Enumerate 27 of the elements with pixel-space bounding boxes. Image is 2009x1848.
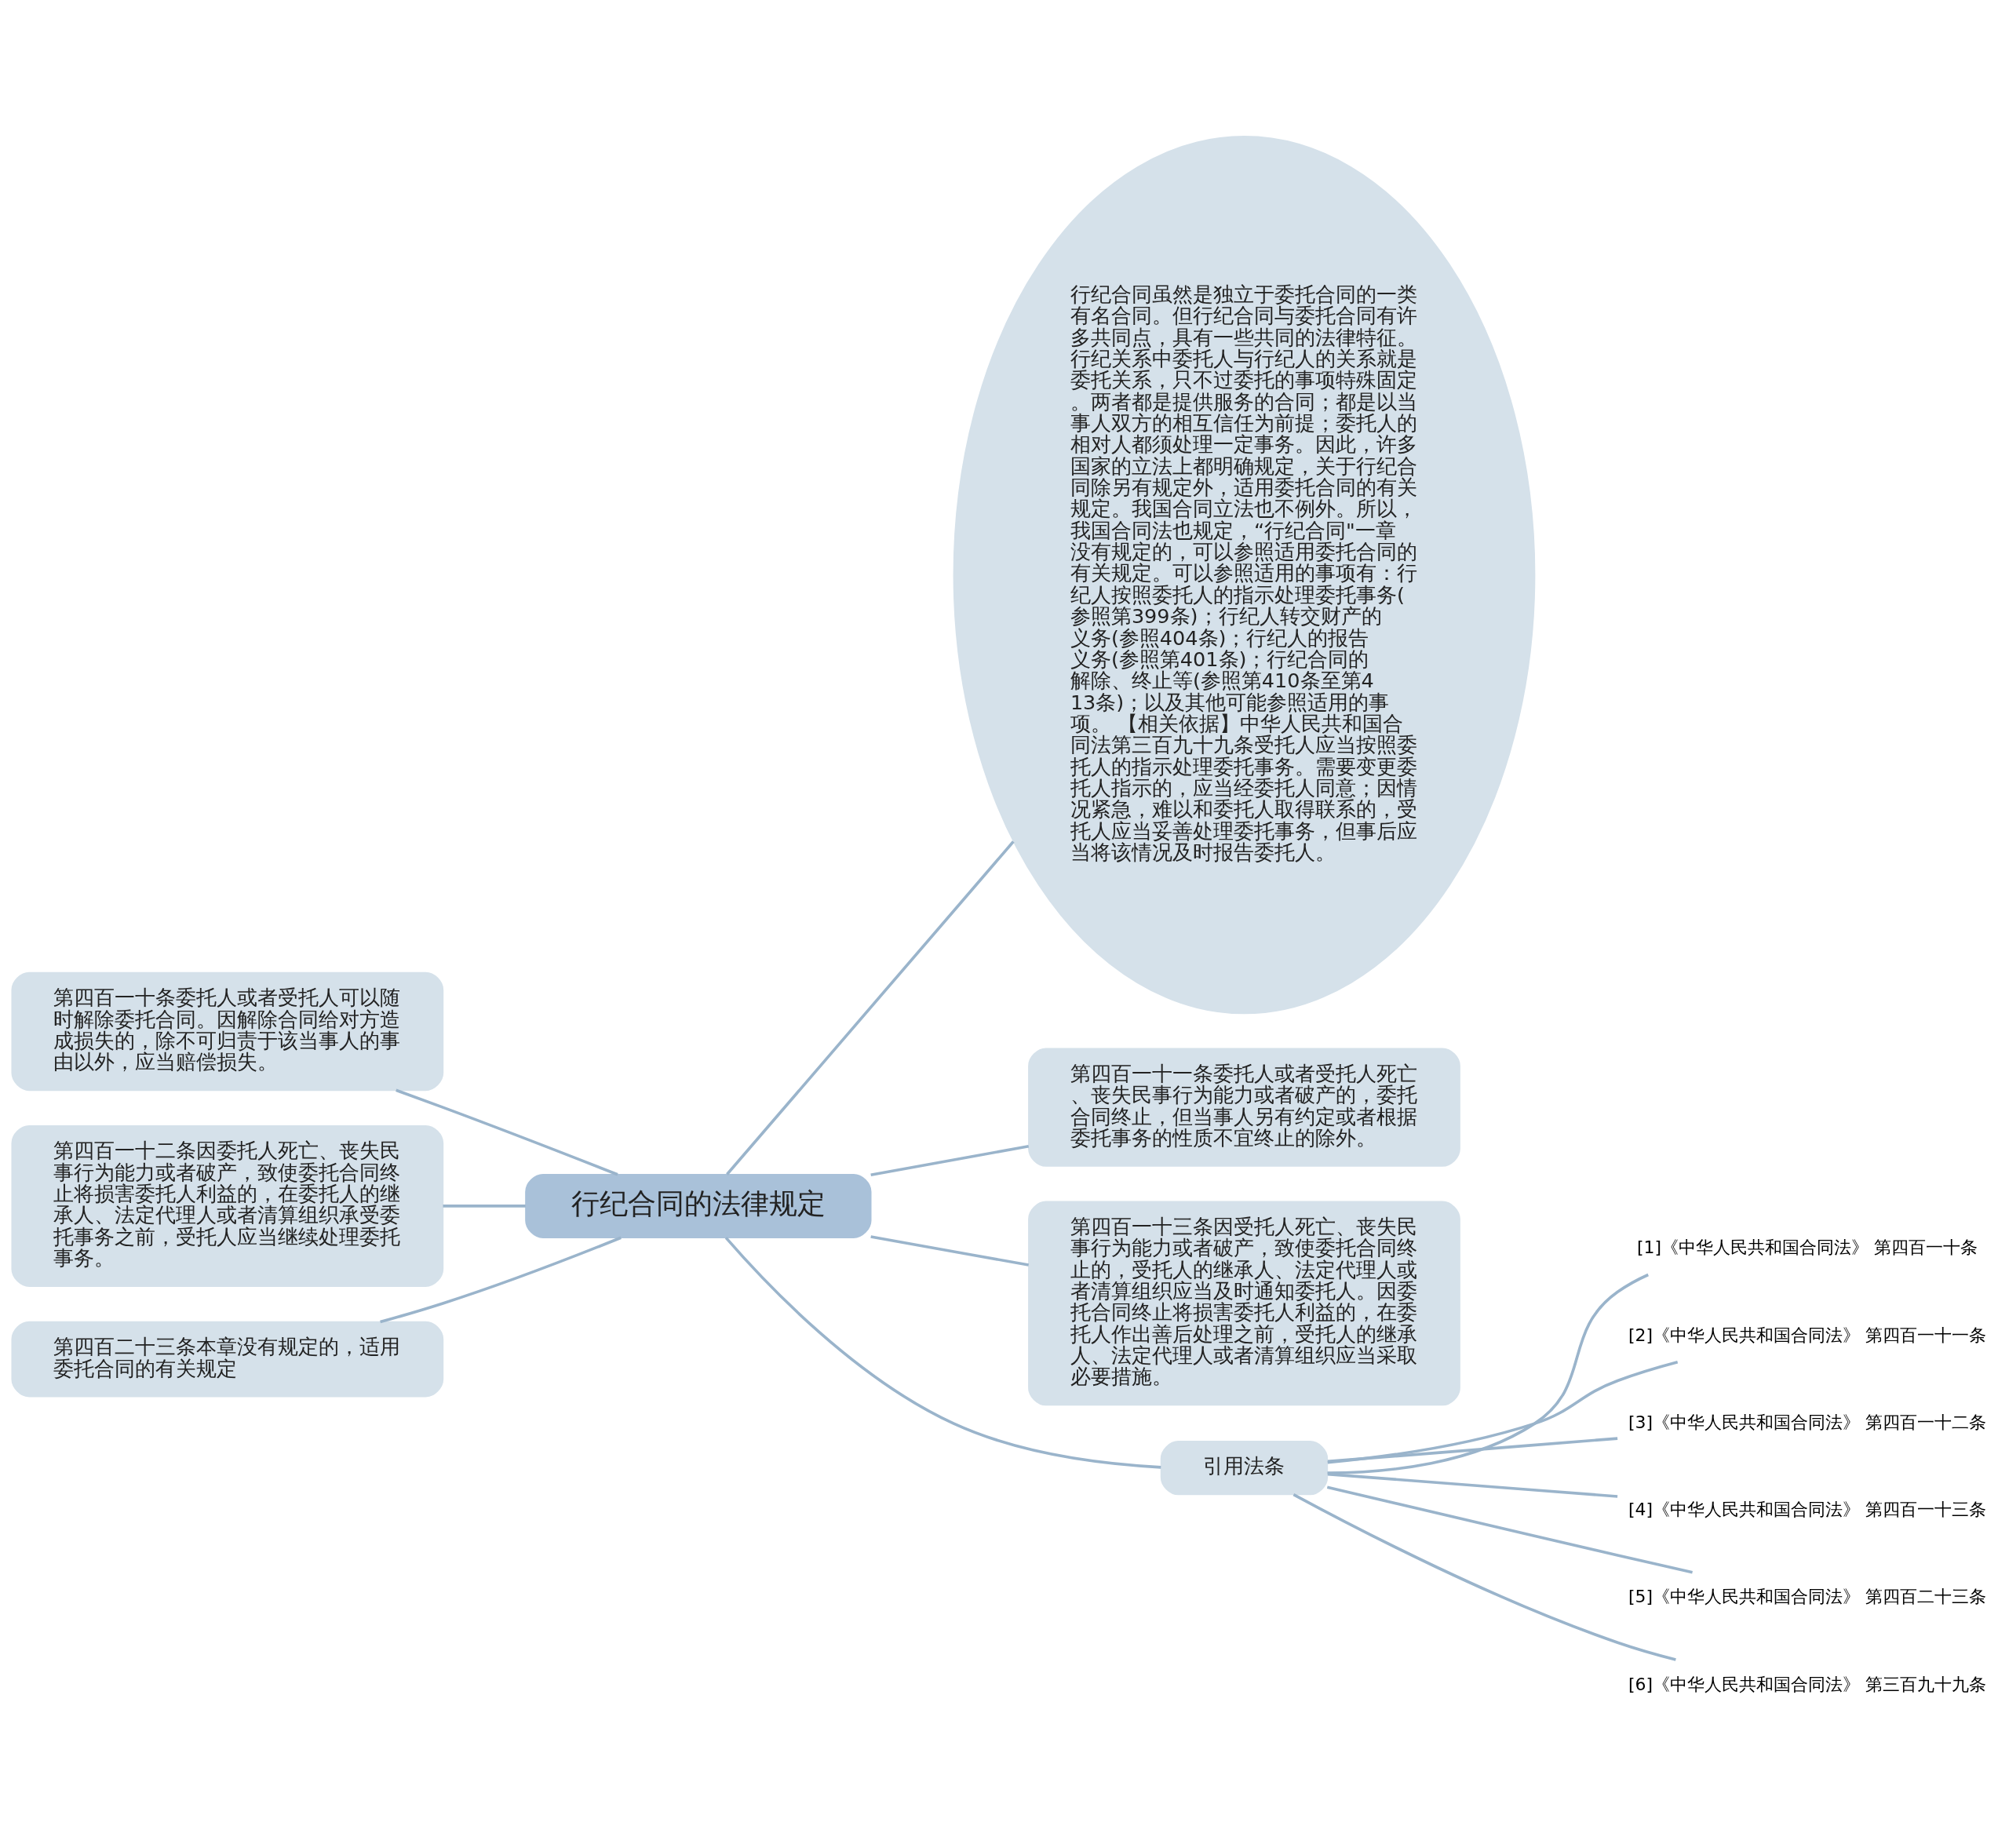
connector (1327, 1437, 1618, 1463)
connector (870, 1235, 1030, 1267)
node-text: [4]《中华人民共和国合同法》 第四百一十三条 (1628, 1500, 1986, 1520)
connector (1327, 1360, 1679, 1464)
node-box: 第四百一十条委托人或者受托人可以随时解除委托合同。因解除合同给对方造成损失的，除不可归责于该当事人的事由以外，应当赔偿损失。 (11, 971, 444, 1092)
connector (1327, 1273, 1649, 1474)
node-text: [2]《中华人民共和国合同法》 第四百一十一条 (1628, 1325, 1986, 1345)
connector (396, 1088, 618, 1176)
connector (443, 1205, 526, 1208)
node-box: 第四百二十三条本章没有规定的，适用委托合同的有关规定 (11, 1321, 444, 1398)
connector (726, 840, 1015, 1176)
node-box: 行纪合同的法律规定 (525, 1173, 872, 1238)
connector (724, 1237, 1161, 1469)
connector (1326, 1485, 1693, 1574)
connector (1327, 1472, 1618, 1498)
node-text: [5]《中华人民共和国合同法》 第四百二十三条 (1628, 1587, 1986, 1607)
connector (380, 1236, 622, 1324)
node-box: 第四百一十三条因受托人死亡、丧失民事行为能力或者破产，致使委托合同终止的，受托人的继承人、法定代理人或者清算组织应当及时通知委托人。因委托合同终止将损害委托人利益的，在委托人作出善后处理之前，受托人的继承人、法定代理人或者清算组织应当采取必要措施。 (1028, 1201, 1460, 1406)
node-box: 第四百一十二条因委托人死亡、丧失民事行为能力或者破产，致使委托合同终止将损害委托人利益的，在委托人的继承人、法定代理人或者清算组织承受委托事务之前，受托人应当继续处理委托事务。 (11, 1124, 444, 1287)
node-text: [1]《中华人民共和国合同法》 第四百一十条 (1637, 1237, 1978, 1258)
node-box: 引用法条 (1160, 1441, 1329, 1496)
node-text: [3]《中华人民共和国合同法》 第四百一十二条 (1628, 1412, 1986, 1432)
node-box: 第四百一十一条委托人或者受托人死亡、丧失民事行为能力或者破产的，委托合同终止，但当事人另有约定或者根据委托事务的性质不宜终止的除外。 (1028, 1048, 1460, 1167)
connector (870, 1144, 1030, 1177)
node-ellipse: 行纪合同虽然是独立于委托合同的一类有名合同。但行纪合同与委托合同有许多共同点，具有一些共同的法律特征。行纪关系中委托人与行纪人的关系就是委托关系，只不过委托的事项特殊固定。两者都是提供服务的合同；都是以当事人双方的相互信任为前提；委托人的相对人都须处理一定事务。因此，许多国家的立法上都明确规定，关于行纪合同除另有规定外，适用委托合同的有关规定。我国合同立法也不例外。所以，我国合同法也规定，“行纪合同"一章没有规定的，可以参照适用委托合同的有关规定。可以参照适用的事项有：行纪人按照委托人的指示处理委托事务(参照第399条)；行纪人转交财产的义务(参照404条)；行纪人的报告义务(参照第401条)；行纪合同的解除、终止等(参照第410条至第413条)；以及其他可能参照适用的事项。 【相关依据】中华人民共和国合同法第三百九十九条受托人应当按照委托人的指示处理委托事务。需要变更委托人指示的，应当经委托人同意；因情况紧急，难以和委托人取得联系的，受托人应当妥善处理委托事务，但事后应当将该情况及时报告委托人。 (953, 136, 1536, 1015)
node-text: [6]《中华人民共和国合同法》 第三百九十九条 (1628, 1674, 1986, 1694)
connector (1293, 1493, 1676, 1661)
